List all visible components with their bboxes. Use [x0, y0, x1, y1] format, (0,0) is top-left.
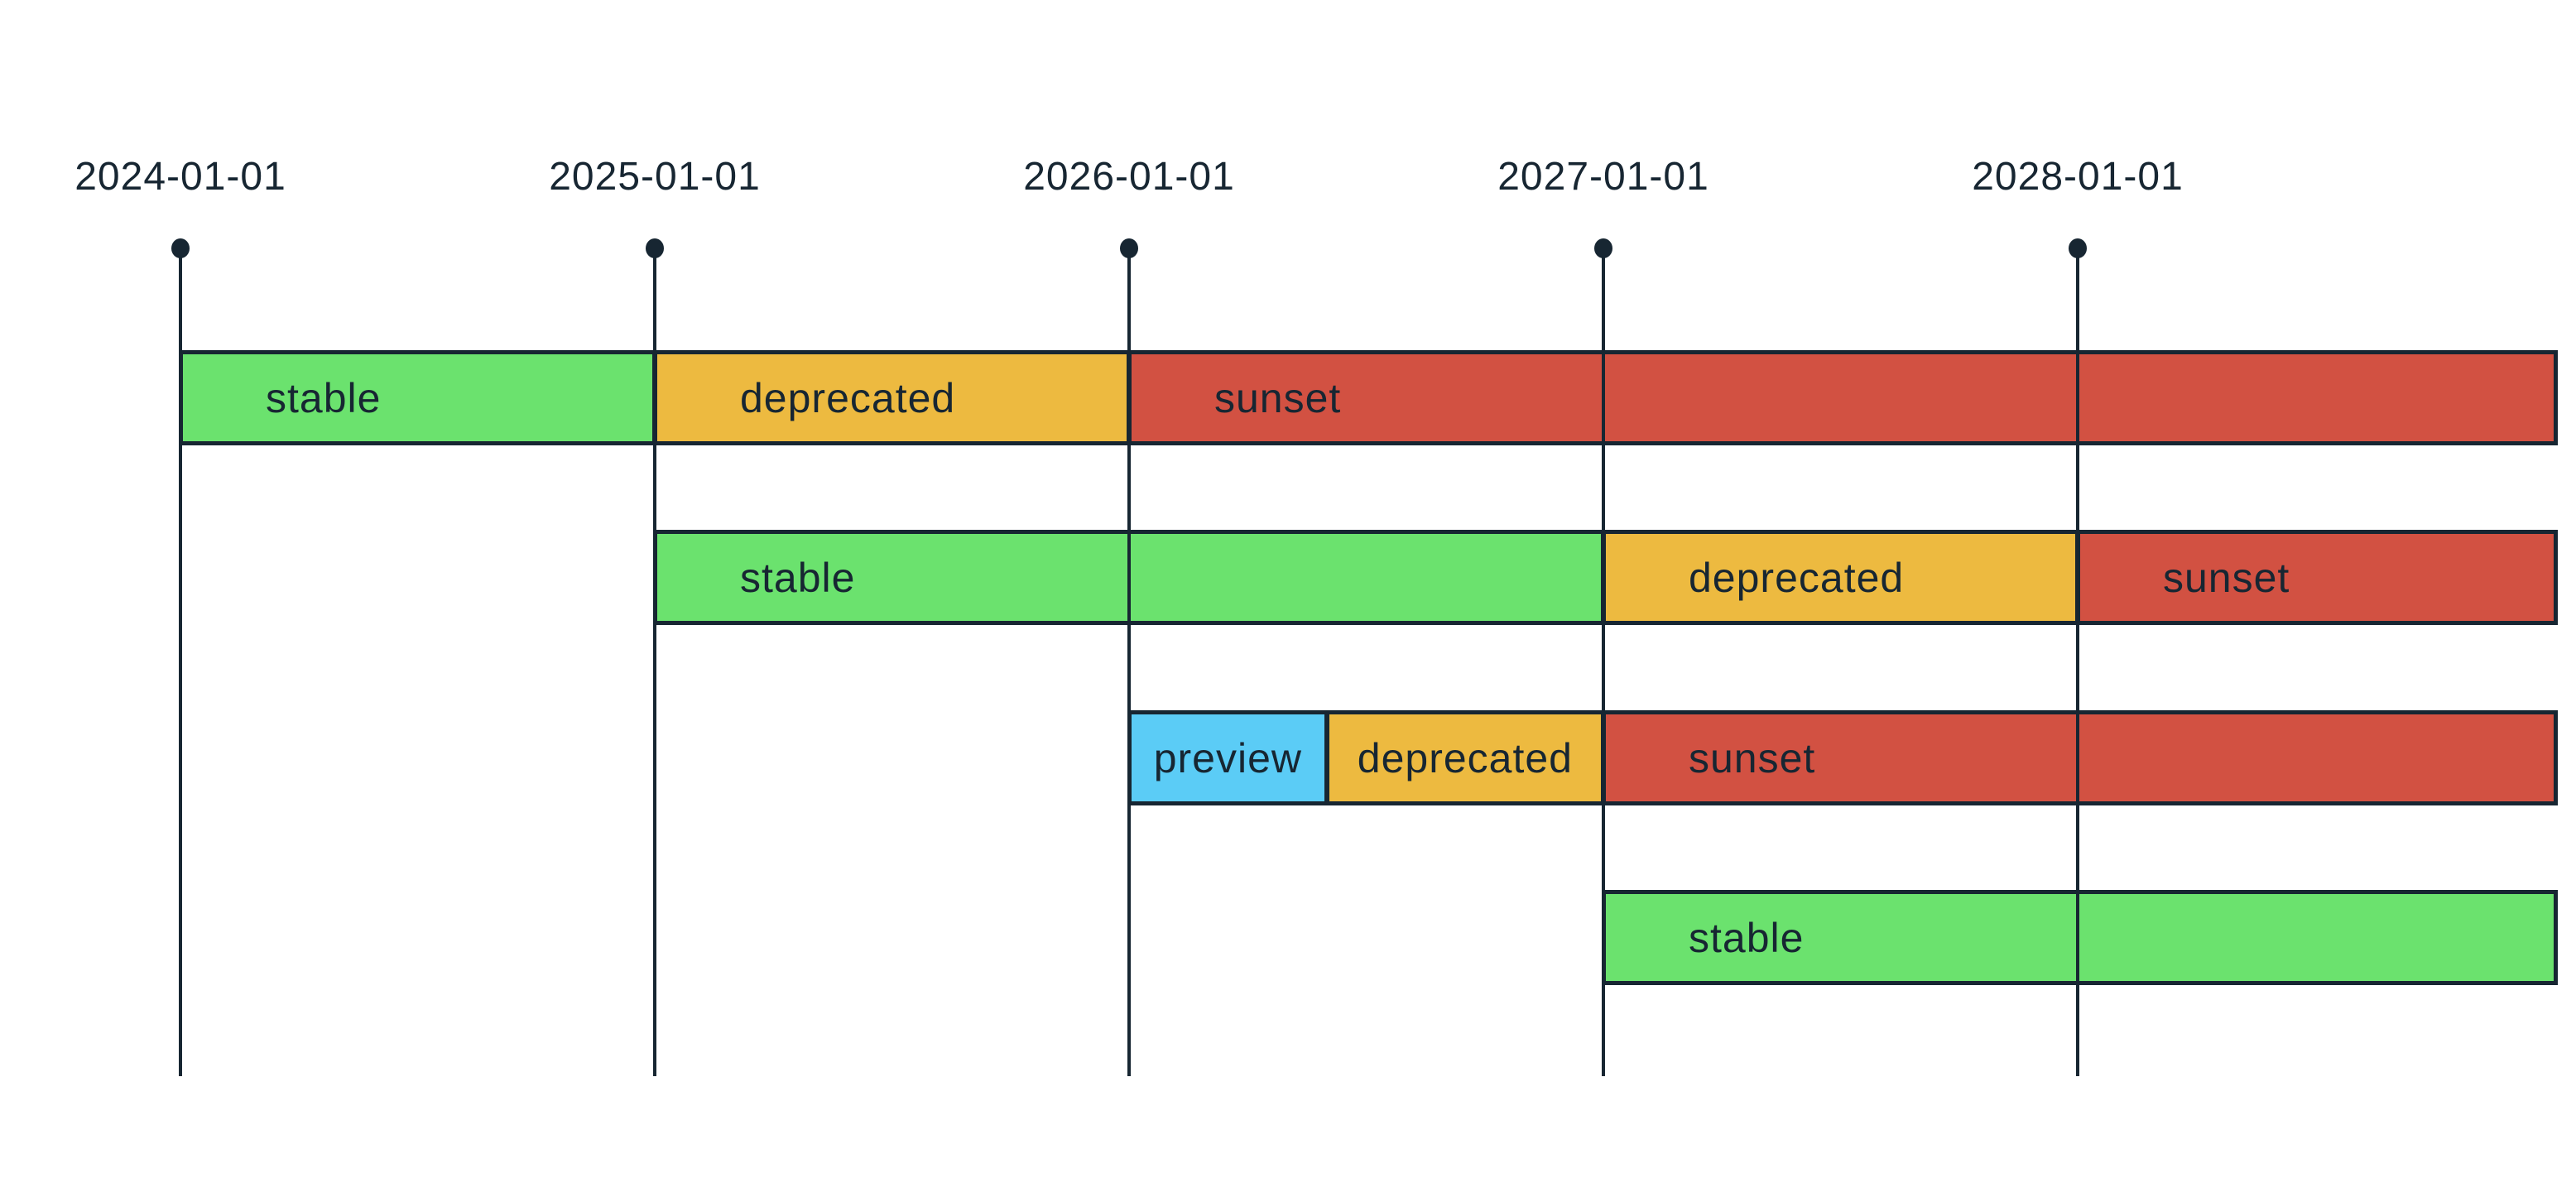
phase-label: sunset — [2163, 554, 2290, 601]
year-gridline — [653, 248, 656, 1076]
phase-segment-deprecated: deprecated — [653, 350, 1131, 445]
year-gridline — [1127, 248, 1131, 1076]
phase-label: sunset — [1214, 374, 1342, 421]
phase-segment-stable: stable — [1602, 890, 2558, 985]
phase-label: stable — [266, 374, 382, 421]
phase-segment-deprecated: deprecated — [1602, 530, 2079, 625]
axis-date-label: 2026-01-01 — [1023, 155, 1235, 199]
phase-label: deprecated — [1357, 734, 1573, 781]
year-dot-marker — [171, 238, 190, 258]
year-gridline — [179, 248, 182, 1076]
year-gridline — [2076, 248, 2079, 1076]
year-gridline — [1602, 248, 1605, 1076]
phase-label: preview — [1153, 734, 1303, 781]
phase-label: deprecated — [1689, 554, 1905, 601]
phase-segment-sunset: sunset — [2076, 530, 2558, 625]
phase-label: stable — [1689, 914, 1805, 961]
year-dot-marker — [2069, 238, 2087, 258]
phase-segment-stable: stable — [179, 350, 656, 445]
axis-date-label: 2028-01-01 — [1972, 155, 2184, 199]
phase-segment-sunset: sunset — [1602, 710, 2558, 805]
year-dot-marker — [646, 238, 664, 258]
phase-label: stable — [740, 554, 856, 601]
year-dot-marker — [1120, 238, 1138, 258]
phase-segment-deprecated: deprecated — [1324, 710, 1605, 805]
axis-date-label: 2025-01-01 — [549, 155, 761, 199]
phase-label: sunset — [1689, 734, 1816, 781]
phase-label: deprecated — [740, 374, 956, 421]
axis-date-label: 2027-01-01 — [1497, 155, 1709, 199]
phase-segment-sunset: sunset — [1127, 350, 2558, 445]
phase-segment-preview: preview — [1127, 710, 1329, 805]
year-dot-marker — [1594, 238, 1612, 258]
axis-date-label: 2024-01-01 — [74, 155, 286, 199]
